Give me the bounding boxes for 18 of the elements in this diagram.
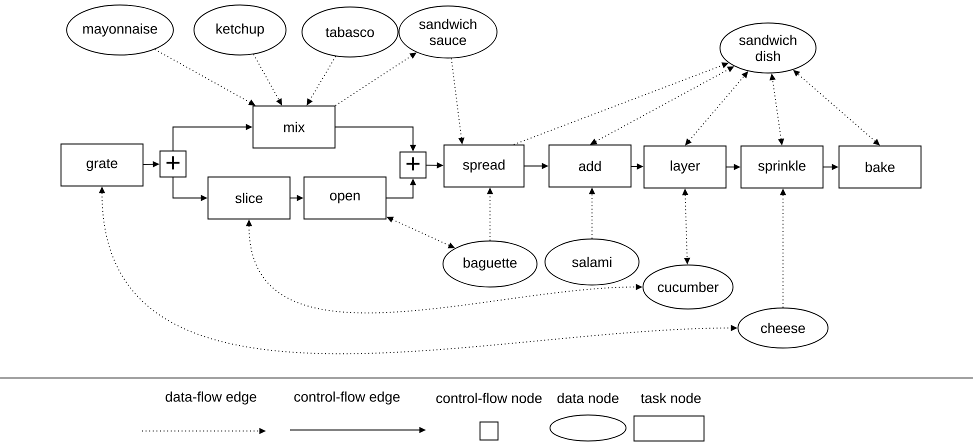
- task-box: grate: [60, 144, 144, 186]
- task-box: layer: [644, 146, 726, 188]
- legend-text: control-flow edge: [294, 391, 400, 405]
- legend-text: data node: [557, 392, 618, 404]
- dotted-arrow: [154, 48, 256, 106]
- task-box: mix: [252, 106, 336, 148]
- task-box: bake: [838, 146, 922, 188]
- junction-box: +: [400, 152, 426, 178]
- task-box: slice: [208, 176, 290, 220]
- legend-text: task node: [640, 392, 701, 404]
- task-box: spread: [444, 144, 524, 188]
- task-box: open: [304, 176, 386, 220]
- junction-box: +: [160, 150, 186, 178]
- legend-text: control-flow node: [436, 392, 542, 404]
- legend-text: data-flow edge: [166, 391, 256, 405]
- dotted-arrow: [306, 56, 336, 106]
- task-box: sprinkle: [740, 146, 824, 188]
- task-box: add: [548, 144, 632, 188]
